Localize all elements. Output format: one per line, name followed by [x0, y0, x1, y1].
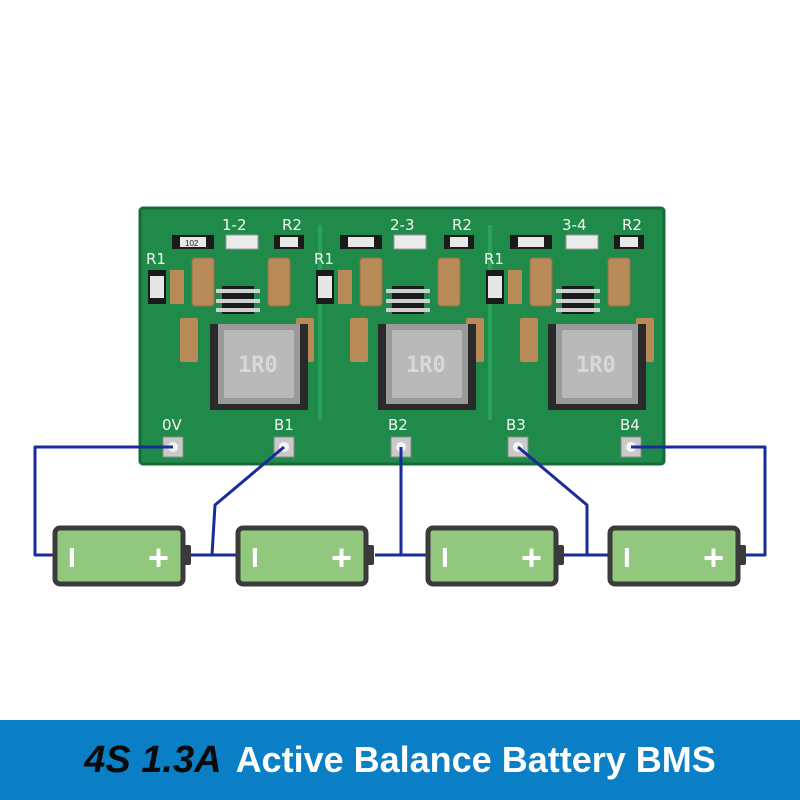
balance-label-1-2: 1-2: [222, 216, 247, 234]
capacitor: [529, 257, 553, 307]
battery-negative-symbol: I: [251, 542, 259, 573]
led: [393, 234, 427, 250]
balance-label-3-4: 3-4: [562, 216, 587, 234]
title-banner: 4S 1.3A Active Balance Battery BMS: [0, 720, 800, 800]
r1-label: R1: [314, 250, 334, 268]
smd-resistor-body: [150, 276, 164, 298]
smd-resistor-body: [318, 276, 332, 298]
r1-label: R1: [484, 250, 504, 268]
smd-resistor-body: [620, 237, 638, 247]
inductor-top: [392, 330, 462, 398]
product-description: Active Balance Battery BMS: [235, 739, 716, 780]
led: [565, 234, 599, 250]
battery-negative-symbol: I: [441, 542, 449, 573]
capacitor: [508, 270, 522, 304]
mosfet-pins: [386, 289, 430, 293]
pad-label-0v: 0V: [162, 416, 183, 434]
r2-label: R2: [622, 216, 642, 234]
capacitor: [520, 318, 538, 362]
battery-negative-symbol: I: [68, 542, 76, 573]
pad-label-b3: B3: [506, 416, 526, 434]
balance-label-2-3: 2-3: [390, 216, 415, 234]
smd-resistor-body: [450, 237, 468, 247]
battery-positive-symbol: +: [331, 537, 352, 578]
inductor-top: [224, 330, 294, 398]
capacitor: [437, 257, 461, 307]
mosfet-pins: [556, 299, 600, 303]
capacitor: [359, 257, 383, 307]
mosfet-pins: [386, 308, 430, 312]
capacitor: [607, 257, 631, 307]
wire-0v: [33, 445, 173, 557]
pad-label-b2: B2: [388, 416, 408, 434]
wiring: [33, 445, 767, 557]
capacitor: [350, 318, 368, 362]
inductor-marking: 1R0: [406, 353, 446, 378]
smd-resistor-body: [180, 237, 206, 247]
capacitor: [180, 318, 198, 362]
capacitor: [191, 257, 215, 307]
capacitor: [338, 270, 352, 304]
r2-label: R2: [282, 216, 302, 234]
mosfet-pins: [216, 308, 260, 312]
smd-resistor-body: [280, 237, 298, 247]
wire-b4: [631, 445, 767, 557]
mosfet-pins: [216, 299, 260, 303]
led: [225, 234, 259, 250]
model-label: 4S 1.3A: [84, 738, 222, 781]
inductor-top: [562, 330, 632, 398]
mosfet-pins: [216, 289, 260, 293]
inductor-marking: 1R0: [238, 353, 278, 378]
battery-positive-symbol: +: [521, 537, 542, 578]
wire-b1: [190, 445, 285, 557]
wire-b3: [517, 445, 589, 555]
battery-positive-symbol: +: [703, 537, 724, 578]
pad-label-b1: B1: [274, 416, 294, 434]
battery-2: I +: [235, 525, 374, 587]
battery-negative-symbol: I: [623, 542, 631, 573]
battery-positive-symbol: +: [148, 537, 169, 578]
smd-resistor-body: [348, 237, 374, 247]
r1-label: R1: [146, 250, 166, 268]
mosfet-pins: [386, 299, 430, 303]
capacitor: [170, 270, 184, 304]
smd-resistor-body: [488, 276, 502, 298]
pad-label-b4: B4: [620, 416, 640, 434]
smd-resistor-body: [518, 237, 544, 247]
mosfet-pins: [556, 289, 600, 293]
smd-marking: 102: [185, 239, 199, 248]
r2-label: R2: [452, 216, 472, 234]
bms-diagram: 1-2 R2 R1 102 1R0 2-3 R2 R1 1R0 3-4 R2 R…: [33, 206, 767, 587]
battery-4: I +: [607, 525, 746, 587]
capacitor: [267, 257, 291, 307]
mosfet-pins: [556, 308, 600, 312]
battery-1: I +: [52, 525, 191, 587]
battery-3: I +: [425, 525, 564, 587]
inductor-marking: 1R0: [576, 353, 616, 378]
